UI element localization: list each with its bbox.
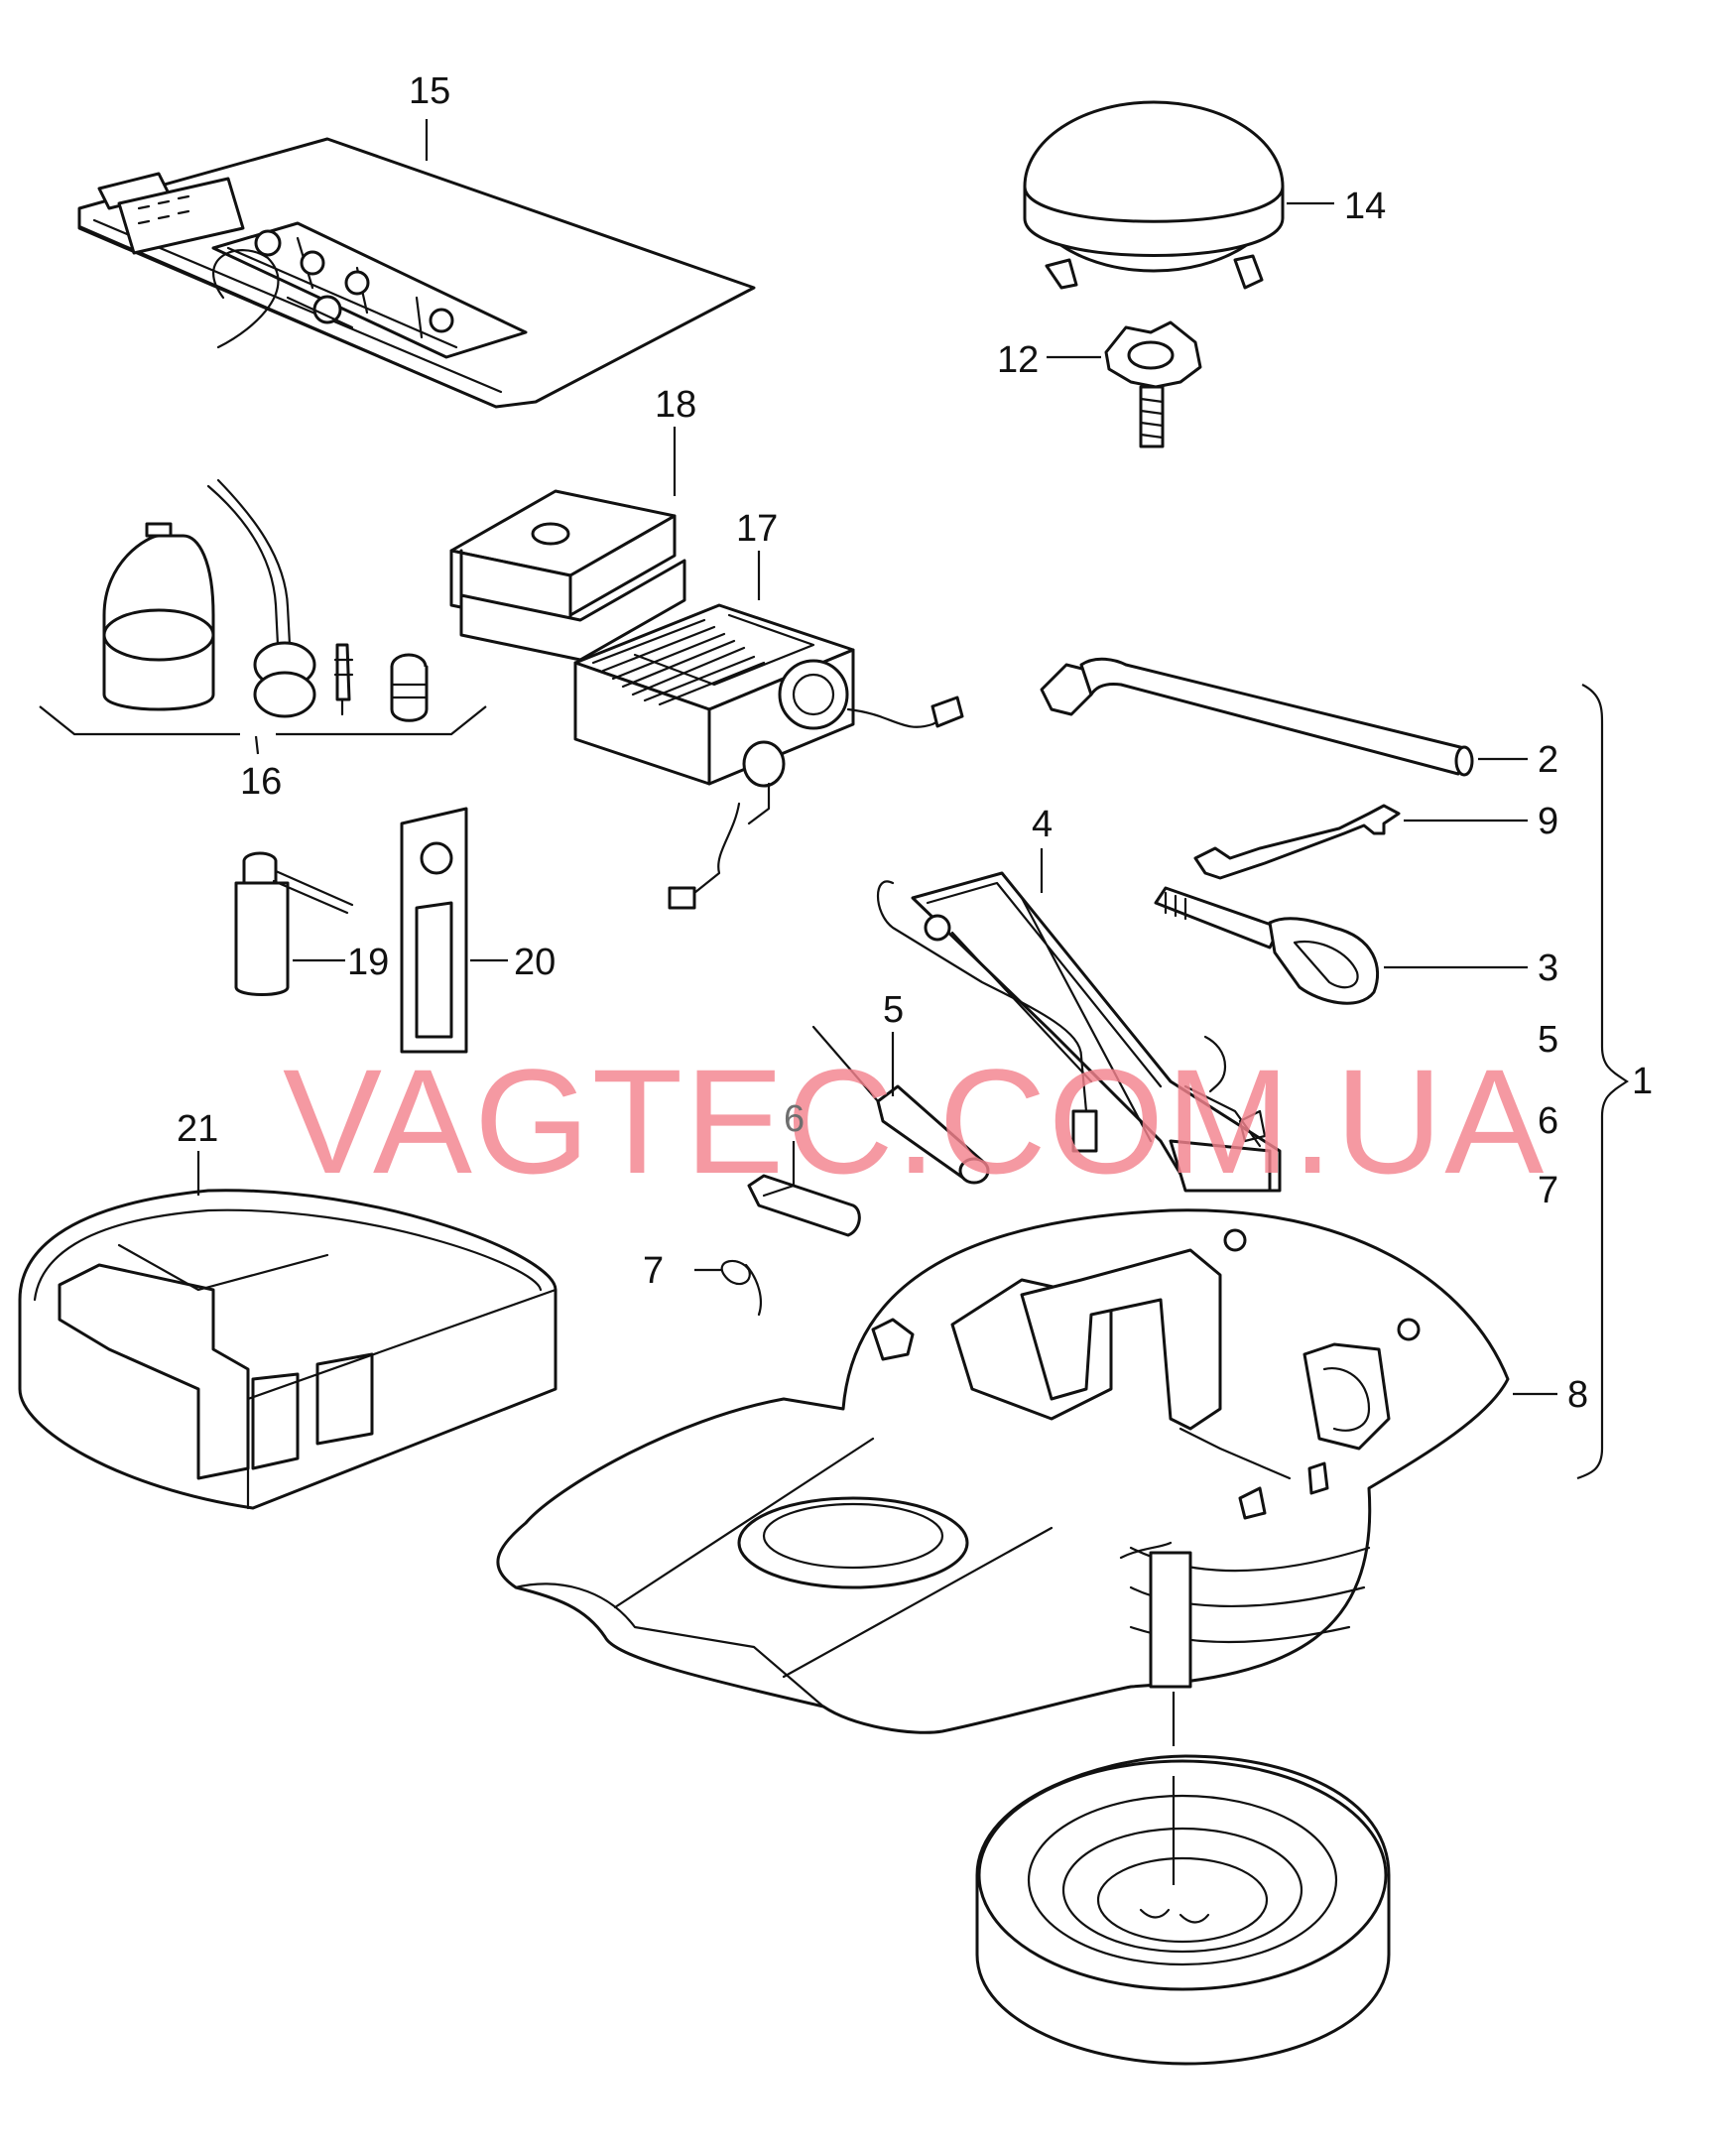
wheel-chock — [400, 807, 468, 1054]
callout-18: 18 — [655, 384, 696, 426]
callout-14: 14 — [1344, 186, 1386, 227]
callout-7-right: 7 — [1538, 1170, 1558, 1211]
callout-5: 5 — [883, 989, 904, 1031]
callout-6-right: 6 — [1538, 1100, 1558, 1142]
callouts: 15 14 12 18 17 16 2 9 4 19 20 3 5 5 1 6 … — [177, 70, 1653, 1416]
spanner — [1193, 804, 1401, 880]
spare-wheel — [975, 1692, 1391, 2066]
callout-7: 7 — [643, 1250, 664, 1292]
scissor-jack — [876, 871, 1282, 1193]
wheel-brace — [1040, 657, 1474, 777]
spare-wheel-tray — [496, 1208, 1510, 1734]
foam-insert — [18, 1189, 558, 1510]
callout-12: 12 — [997, 339, 1039, 381]
callout-5-right: 5 — [1538, 1019, 1558, 1061]
screwdriver — [811, 1025, 990, 1185]
callout-3: 3 — [1538, 948, 1558, 989]
callout-2: 2 — [1538, 739, 1558, 781]
callout-19: 19 — [347, 942, 389, 983]
foam-block — [449, 489, 686, 662]
tyre-repair-kit — [39, 478, 487, 755]
hand-pump — [234, 851, 354, 996]
clip — [747, 1174, 861, 1237]
tool-roll — [77, 137, 756, 409]
callout-20: 20 — [514, 942, 556, 983]
callout-8: 8 — [1567, 1374, 1588, 1416]
callout-16: 16 — [240, 761, 282, 803]
wheel-cap — [1023, 100, 1285, 290]
callout-17: 17 — [736, 508, 778, 550]
leader-lines — [196, 119, 1629, 1480]
callout-1: 1 — [1632, 1061, 1653, 1102]
callout-4: 4 — [1032, 804, 1053, 845]
callout-15: 15 — [409, 70, 450, 112]
compressor — [573, 603, 964, 910]
spring — [720, 1259, 763, 1317]
callout-21: 21 — [177, 1108, 218, 1150]
callout-9: 9 — [1538, 801, 1558, 842]
callout-6: 6 — [784, 1098, 805, 1140]
securing-knob — [1104, 320, 1202, 448]
towing-eye — [1154, 886, 1380, 1005]
watermark-text: VAGTEC.COM.UA — [283, 1038, 1546, 1204]
